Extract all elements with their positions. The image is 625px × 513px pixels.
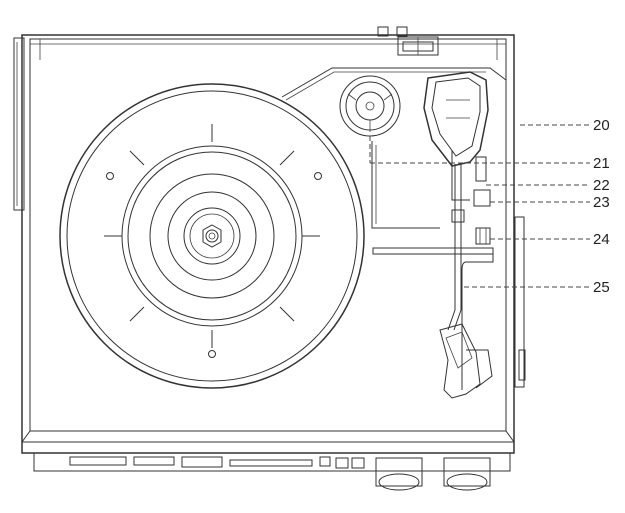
headshell xyxy=(440,324,492,398)
callout-20: 20 xyxy=(593,117,610,134)
platter-markings xyxy=(104,124,322,358)
callout-24: 24 xyxy=(593,231,610,248)
adapter-45rpm xyxy=(340,76,400,136)
lid-latch xyxy=(398,37,438,55)
callout-25: 25 xyxy=(593,279,610,296)
turntable-cabinet xyxy=(22,35,514,453)
tonearm-frame xyxy=(372,141,493,390)
right-side-panel xyxy=(515,217,525,387)
front-panel xyxy=(34,453,510,471)
front-knobs xyxy=(376,458,490,490)
control-switches xyxy=(474,157,490,244)
spindle xyxy=(203,225,221,247)
callout-22: 22 xyxy=(593,177,610,194)
callout-21: 21 xyxy=(593,155,610,172)
callout-23: 23 xyxy=(593,194,610,211)
